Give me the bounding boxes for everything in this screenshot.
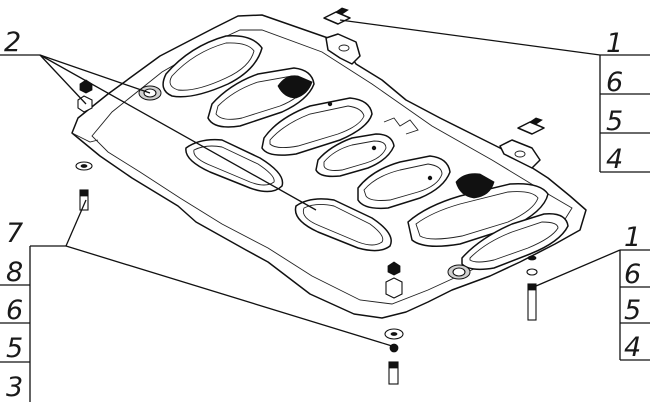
- callout-bottom-left-3: 5: [6, 333, 23, 364]
- callout-top-right-0: 1: [606, 28, 623, 59]
- callout-bottom-right-3: 4: [624, 332, 641, 363]
- callout-bottom-right-1: 6: [624, 259, 641, 290]
- callout-bottom-right-0: 1: [624, 222, 641, 253]
- callout-top-left: 2: [4, 27, 21, 58]
- callout-top-right-1: 6: [606, 67, 623, 98]
- stamped-tabs: [277, 75, 495, 199]
- leader-lines: [0, 19, 650, 347]
- clip-nut-right: [517, 117, 545, 135]
- callout-bottom-left-4: 3: [6, 372, 23, 402]
- callout-table-bottom-right: 1 6 5 4: [619, 222, 650, 363]
- center-hardware-stack: [384, 261, 404, 385]
- right-bolt: [526, 255, 538, 321]
- left-nut-stack: [75, 79, 93, 211]
- callout-bottom-left-1: 8: [6, 257, 23, 288]
- callout-bottom-left-0: 7: [6, 218, 23, 249]
- callout-table-bottom-left: 7 8 6 5 3: [0, 218, 31, 402]
- callout-bottom-right-2: 5: [624, 295, 641, 326]
- mounting-brackets: [325, 33, 541, 169]
- callout-table-top-right: 1 6 5 4: [599, 28, 650, 175]
- vent-slots: [162, 35, 569, 271]
- callout-top-right-2: 5: [606, 106, 623, 137]
- clip-nut-top: [323, 7, 351, 25]
- callout-top-left-0: 2: [4, 27, 21, 58]
- callout-top-right-3: 4: [606, 144, 623, 175]
- callout-bottom-left-2: 6: [6, 295, 23, 326]
